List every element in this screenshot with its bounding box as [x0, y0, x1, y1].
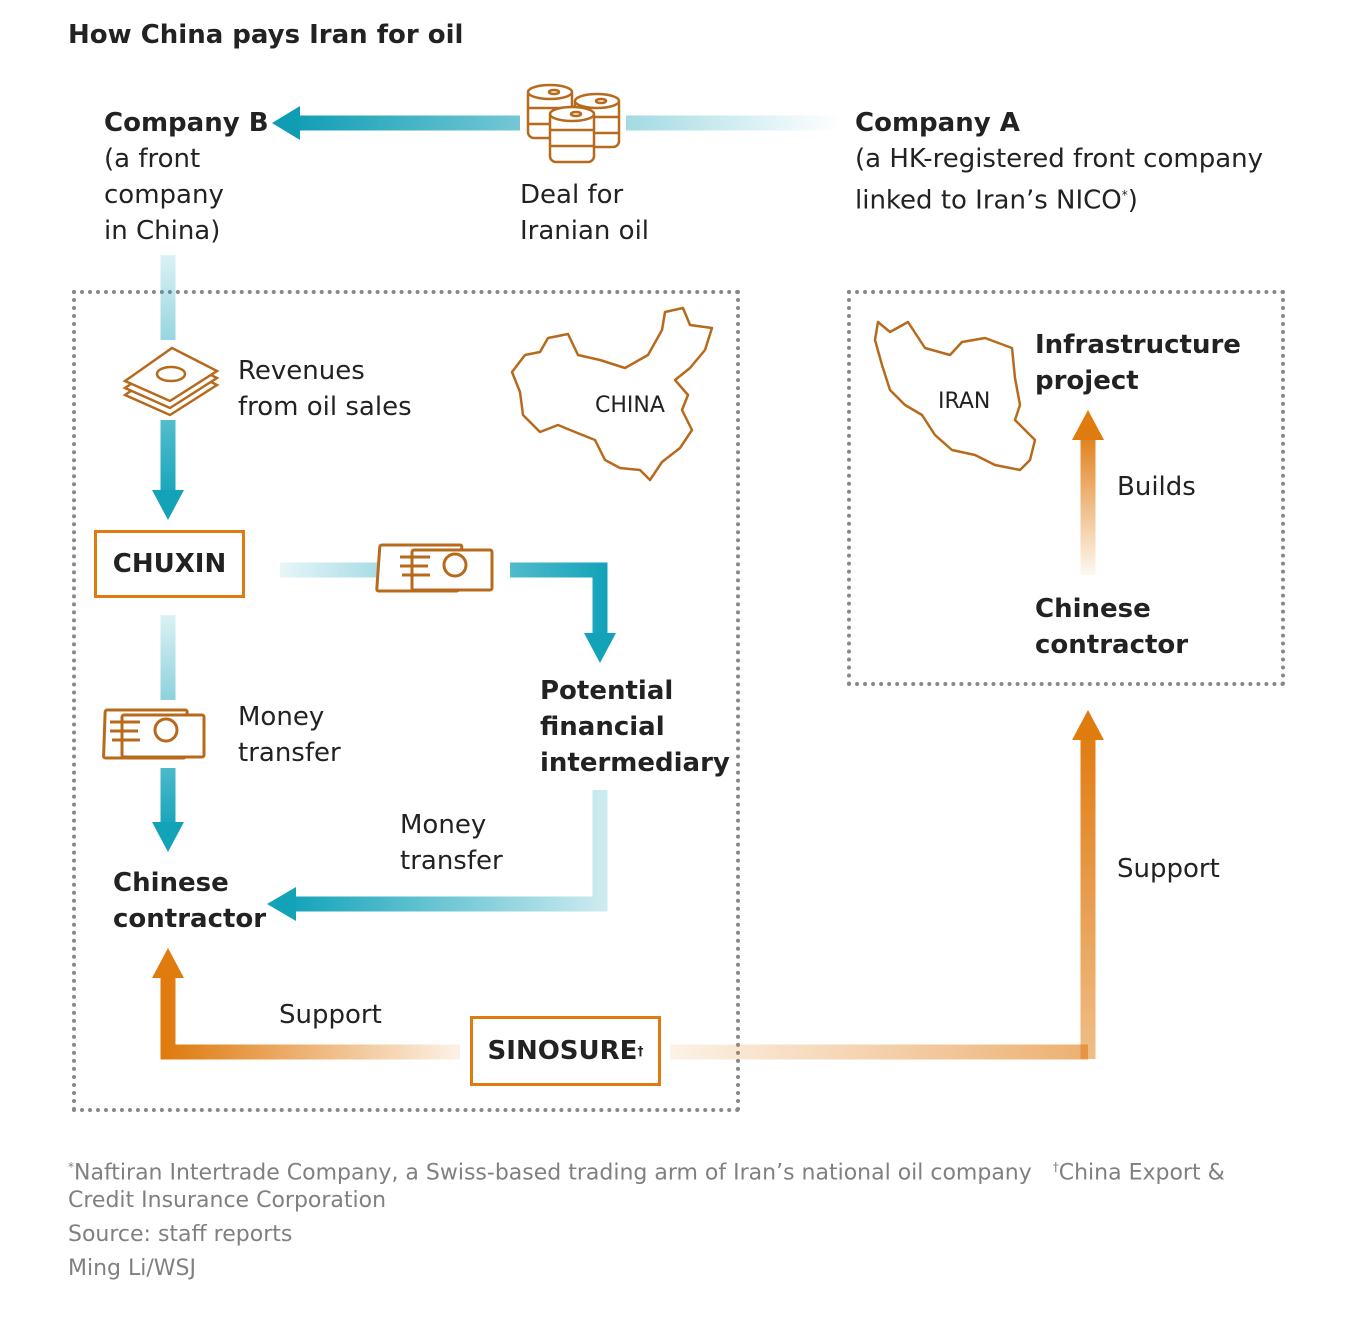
company-a-desc-2: linked to Iran’s NICO*)	[855, 177, 1138, 219]
nico-mark: *	[1121, 188, 1128, 202]
support-right-label: Support	[1117, 854, 1220, 884]
chuxin-box: CHUXIN	[94, 530, 245, 598]
footnote-line1: *Naftiran Intertrade Company, a Swiss-ba…	[68, 1150, 1225, 1190]
arrow-sinosure-support-right	[670, 710, 1104, 1060]
deal-label-2: Iranian oil	[520, 216, 650, 246]
infrastructure-line2: project	[1035, 366, 1139, 396]
arrow-sinosure-support-left	[152, 948, 460, 1060]
footnote-nico: Naftiran Intertrade Company, a Swiss-bas…	[74, 1160, 1032, 1186]
china-map	[510, 306, 714, 482]
cash-stack-icon	[122, 346, 220, 417]
footnote-nico-mark: *	[68, 1160, 74, 1174]
banknote-icon	[375, 543, 494, 593]
money-transfer-1-line2: transfer	[238, 738, 341, 768]
revenues-label-2: from oil sales	[238, 392, 412, 422]
china-region-box	[72, 290, 740, 1112]
company-a-close: )	[1127, 185, 1138, 216]
company-a-desc-text: linked to Iran’s NICO	[855, 185, 1122, 216]
support-left-label: Support	[279, 1000, 382, 1030]
iran-map	[873, 320, 1037, 472]
arrow-chuxin-to-intermediary	[280, 562, 616, 663]
company-b-name: Company B	[104, 108, 269, 138]
company-a-desc-1: (a HK-registered front company	[855, 144, 1264, 174]
contractor-right-line2: contractor	[1035, 630, 1189, 660]
deal-label-1: Deal for	[520, 180, 624, 210]
footnote-sinosure-2: Credit Insurance Corporation	[68, 1188, 387, 1213]
source-note: Source: staff reports	[68, 1222, 293, 1247]
intermediary-line1: Potential	[540, 676, 674, 706]
infrastructure-line1: Infrastructure	[1035, 330, 1241, 360]
sinosure-label: SINOSURE	[487, 1036, 638, 1066]
arrow-company-b-to-chuxin	[152, 255, 184, 520]
arrow-deal-to-company-b	[272, 106, 840, 140]
company-b-desc-2: company	[104, 180, 224, 210]
contractor-right-line1: Chinese	[1035, 594, 1151, 624]
oil-barrels-icon	[526, 83, 621, 164]
company-a-name: Company A	[855, 108, 1020, 138]
diagram-title: How China pays Iran for oil	[68, 20, 464, 50]
revenues-label-1: Revenues	[238, 356, 365, 386]
builds-label: Builds	[1117, 472, 1196, 502]
sinosure-box: SINOSURE†	[470, 1016, 661, 1086]
iran-map-label: IRAN	[938, 389, 991, 414]
footnote-sinosure-1: China Export &	[1058, 1160, 1225, 1186]
contractor-left-line1: Chinese	[113, 868, 229, 898]
china-map-label: CHINA	[595, 393, 665, 418]
credit: Ming Li/WSJ	[68, 1256, 196, 1281]
intermediary-line2: financial	[540, 712, 665, 742]
banknote-icon	[102, 708, 206, 760]
money-transfer-2-line1: Money	[400, 810, 487, 840]
sinosure-mark: †	[637, 1044, 644, 1058]
arrow-intermediary-to-contractor	[267, 790, 608, 921]
footnote-sinosure-mark: †	[1052, 1160, 1059, 1174]
intermediary-line3: intermediary	[540, 748, 730, 778]
arrow-chuxin-to-contractor	[152, 615, 184, 852]
contractor-left-line2: contractor	[113, 904, 267, 934]
company-b-desc-3: in China)	[104, 216, 221, 246]
money-transfer-2-line2: transfer	[400, 846, 503, 876]
iran-region-box	[847, 290, 1285, 686]
arrow-builds	[1072, 410, 1104, 575]
money-transfer-1-line1: Money	[238, 702, 325, 732]
company-b-desc-1: (a front	[104, 144, 201, 174]
